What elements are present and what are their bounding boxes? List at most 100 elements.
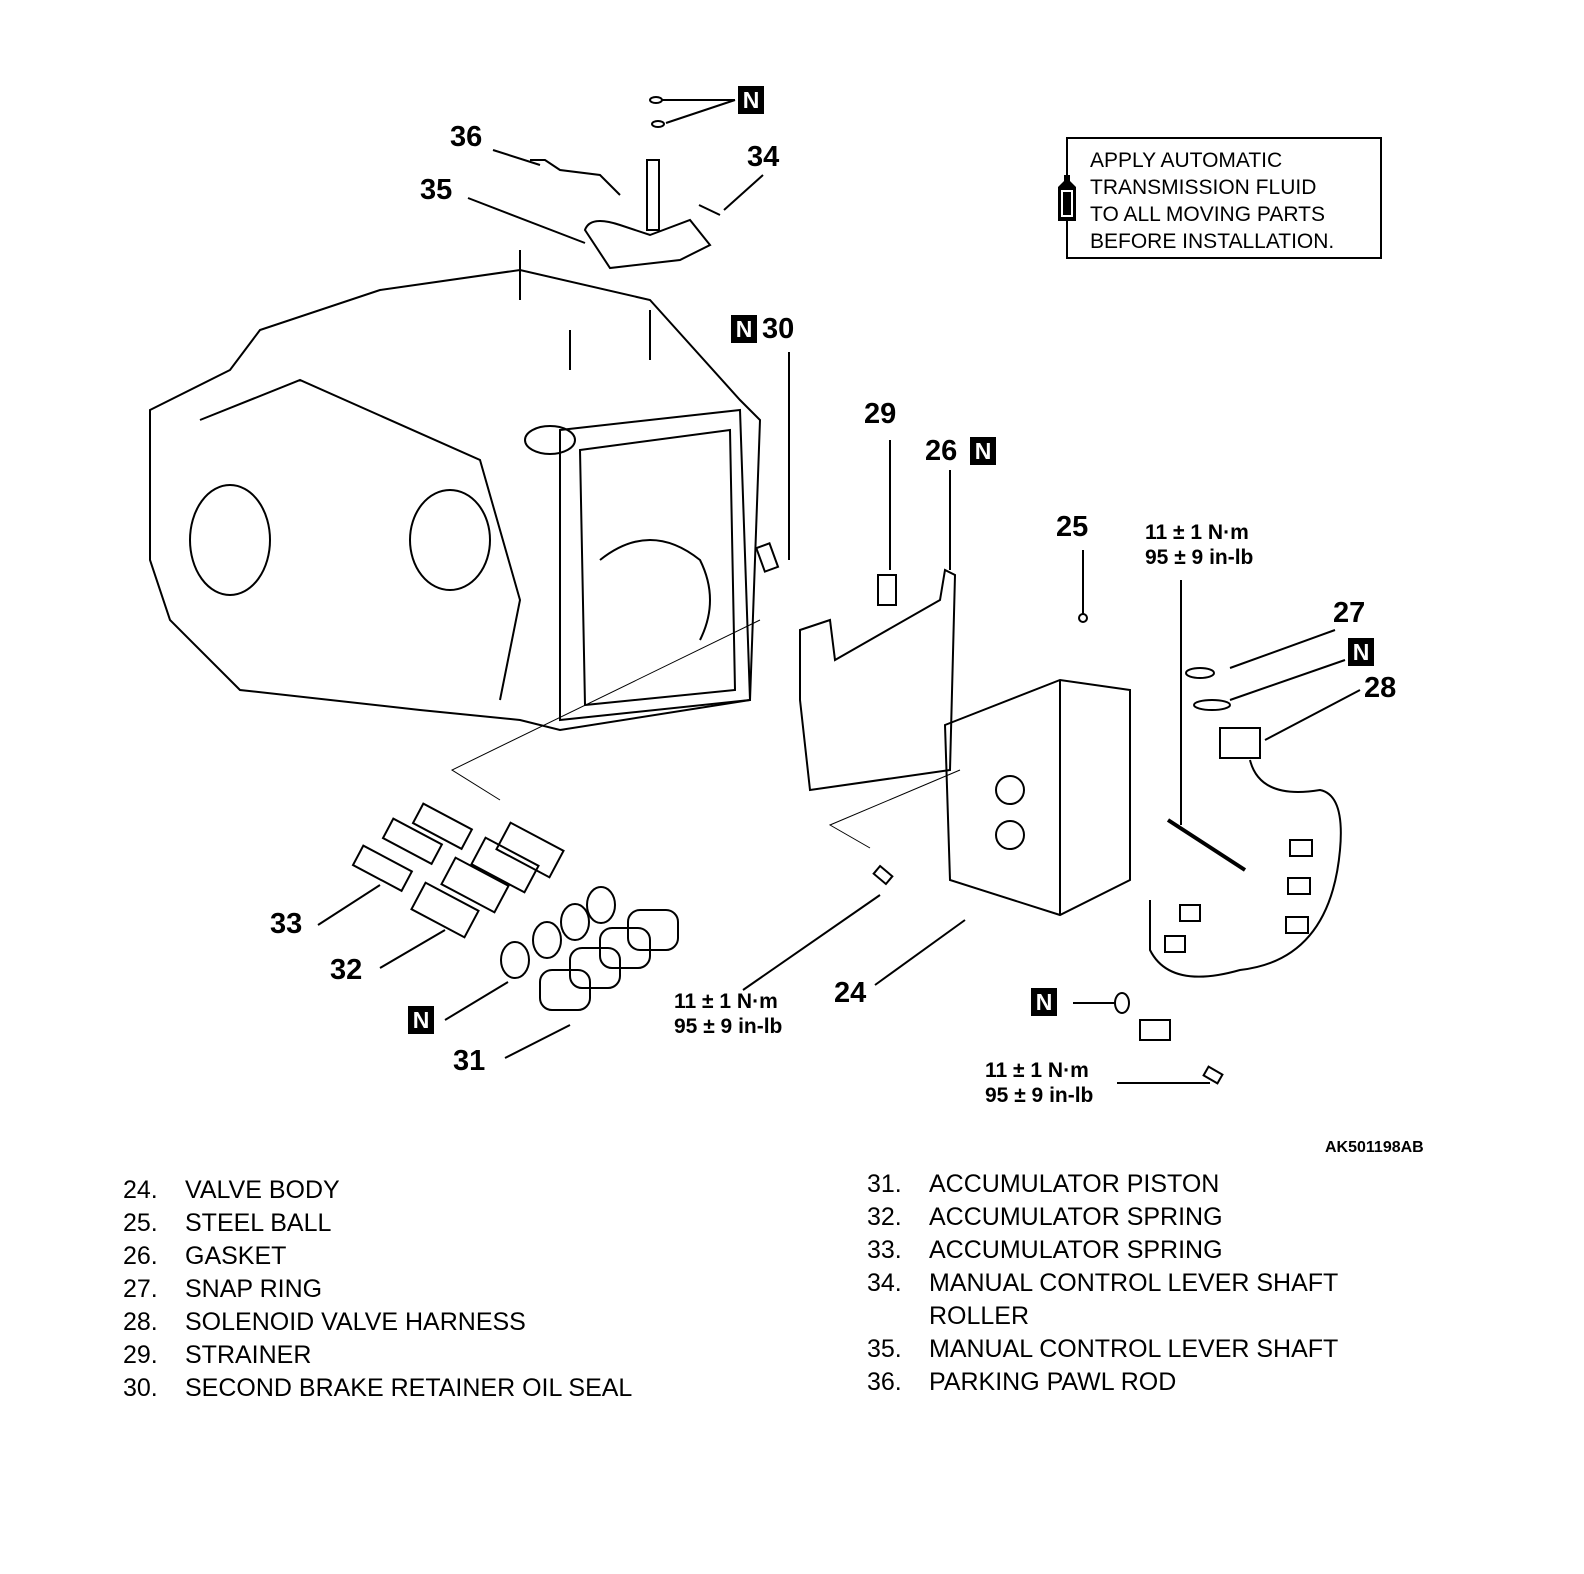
note-line: BEFORE INSTALLATION. — [1090, 230, 1335, 253]
legend-name: STRAINER — [185, 1341, 312, 1369]
legend-num: 36. — [867, 1368, 902, 1396]
legend-name: ACCUMULATOR PISTON — [929, 1170, 1220, 1198]
new-part-marker: N — [731, 315, 757, 343]
legend-name: GASKET — [185, 1242, 287, 1270]
legend-num: 30. — [123, 1374, 158, 1402]
transmission-case — [149, 250, 762, 732]
callout-33: 33 — [270, 908, 303, 940]
alignment-line-2 — [828, 769, 961, 849]
atf-note-box: APPLY AUTOMATIC TRANSMISSION FLUID TO AL… — [1058, 137, 1382, 259]
leader-n-27 — [1229, 659, 1346, 701]
accumulator-pistons — [500, 886, 679, 1011]
snap-ring-27 — [1185, 667, 1215, 679]
callout-34: 34 — [747, 141, 780, 173]
legend-num: 32. — [867, 1203, 902, 1231]
legend-name: SECOND BRAKE RETAINER OIL SEAL — [185, 1374, 633, 1402]
legend-name: ACCUMULATOR SPRING — [929, 1203, 1223, 1231]
new-part-marker: N — [1348, 638, 1374, 666]
legend-name: SNAP RING — [185, 1275, 323, 1303]
legend-item: 28. SOLENOID VALVE HARNESS — [123, 1306, 632, 1339]
legend-name: MANUAL CONTROL LEVER SHAFT — [929, 1335, 1339, 1363]
leader-35 — [467, 197, 586, 244]
legend-item: 26. GASKET — [123, 1240, 632, 1273]
leader-torque-left — [742, 894, 881, 991]
leader-32 — [379, 929, 446, 969]
legend-num: 26. — [123, 1242, 158, 1270]
torque-nm: 11 ± 1 N·m — [674, 990, 778, 1013]
note-line: TO ALL MOVING PARTS — [1090, 203, 1325, 226]
callout-24: 24 — [834, 977, 867, 1009]
leader-34 — [723, 174, 764, 211]
leader-31 — [504, 1024, 571, 1059]
atf-note-text: APPLY AUTOMATIC TRANSMISSION FLUID TO AL… — [1090, 147, 1334, 255]
figure-id: AK501198AB — [1325, 1139, 1424, 1156]
legend-item: 30. SECOND BRAKE RETAINER OIL SEAL — [123, 1372, 632, 1405]
leader-n-top-2 — [665, 99, 736, 124]
alignment-line — [450, 619, 761, 801]
callout-25: 25 — [1056, 511, 1089, 543]
callout-29: 29 — [864, 398, 897, 430]
torque-inlb: 95 ± 9 in-lb — [1145, 546, 1254, 569]
legend-item: 35.MANUAL CONTROL LEVER SHAFT — [867, 1333, 1338, 1366]
callout-26: 26 — [925, 435, 958, 467]
legend-item: 34. MANUAL CONTROL LEVER SHAFT — [867, 1267, 1338, 1300]
torque-inlb: 95 ± 9 in-lb — [674, 1015, 783, 1038]
legend-item: 36. PARKING PAWL ROD — [867, 1366, 1338, 1399]
legend-num — [867, 1300, 929, 1333]
legend-name: VALVE BODY — [185, 1176, 340, 1204]
bolts — [755, 542, 1224, 1085]
leader-n-ring — [444, 981, 509, 1021]
legend-name: SOLENOID VALVE HARNESS — [185, 1308, 526, 1336]
legend-num: 29. — [123, 1341, 158, 1369]
note-line: TRANSMISSION FLUID — [1090, 176, 1317, 199]
torque-inlb: 95 ± 9 in-lb — [985, 1084, 1094, 1107]
strainer-29 — [877, 574, 897, 606]
legend-num: 33. — [867, 1236, 902, 1264]
legend-num: 25. — [123, 1209, 158, 1237]
legend-name: MANUAL CONTROL LEVER SHAFT — [929, 1269, 1339, 1297]
callout-32: 32 — [330, 954, 363, 986]
torque-spec-left-bolt: 11 ± 1 N·m 95 ± 9 in-lb — [674, 989, 782, 1039]
manual-control-lever — [530, 96, 721, 270]
callout-31: 31 — [453, 1045, 486, 1077]
callout-28: 28 — [1364, 672, 1397, 704]
torque-nm: 11 ± 1 N·m — [1145, 521, 1249, 544]
legend-item: 25. STEEL BALL — [123, 1207, 632, 1240]
legend-item: 24. VALVE BODY — [123, 1174, 632, 1207]
note-line: APPLY AUTOMATIC — [1090, 149, 1283, 172]
parts-legend-left: 24. VALVE BODY 25. STEEL BALL 26. GASKET 27… — [123, 1174, 632, 1405]
legend-item: 33. ACCUMULATOR SPRING — [867, 1234, 1338, 1267]
legend-item: 27. SNAP RING — [123, 1273, 632, 1306]
o-ring-n — [1193, 699, 1231, 711]
new-part-marker: N — [1031, 988, 1057, 1016]
leader-24 — [874, 919, 966, 986]
legend-item: 31.ACCUMULATOR PISTON — [867, 1168, 1338, 1201]
new-part-marker: N — [738, 86, 764, 114]
legend-name: PARKING PAWL ROD — [929, 1368, 1177, 1396]
legend-name: ACCUMULATOR SPRING — [929, 1236, 1223, 1264]
legend-item-continuation: ROLLER — [867, 1300, 1338, 1333]
leader-33 — [317, 884, 381, 926]
atf-bottle-icon — [1058, 175, 1076, 221]
new-part-marker: N — [970, 437, 996, 465]
long-bolt — [1166, 818, 1247, 872]
valve-body-24 — [943, 678, 1131, 917]
torque-spec-harness-bolt: 11 ± 1 N·m 95 ± 9 in-lb — [985, 1058, 1093, 1108]
leader-27 — [1229, 629, 1336, 669]
steel-ball-25 — [1078, 613, 1088, 623]
gasket-26 — [799, 568, 957, 792]
new-part-marker: N — [408, 1006, 434, 1034]
accumulator-springs — [351, 802, 565, 939]
leader-28 — [1264, 689, 1361, 741]
legend-num: 28. — [123, 1308, 158, 1336]
legend-num: 24. — [123, 1176, 158, 1204]
legend-num: 27. — [123, 1275, 158, 1303]
callout-27: 27 — [1333, 597, 1366, 629]
legend-name: STEEL BALL — [185, 1209, 332, 1237]
solenoid-harness-28 — [1139, 727, 1342, 1041]
callout-30: 30 — [762, 313, 795, 345]
parts-legend-right: 31.ACCUMULATOR PISTON 32. ACCUMULATOR SPR… — [867, 1168, 1338, 1399]
leader-36 — [492, 149, 541, 166]
legend-num: 34. — [867, 1269, 902, 1297]
